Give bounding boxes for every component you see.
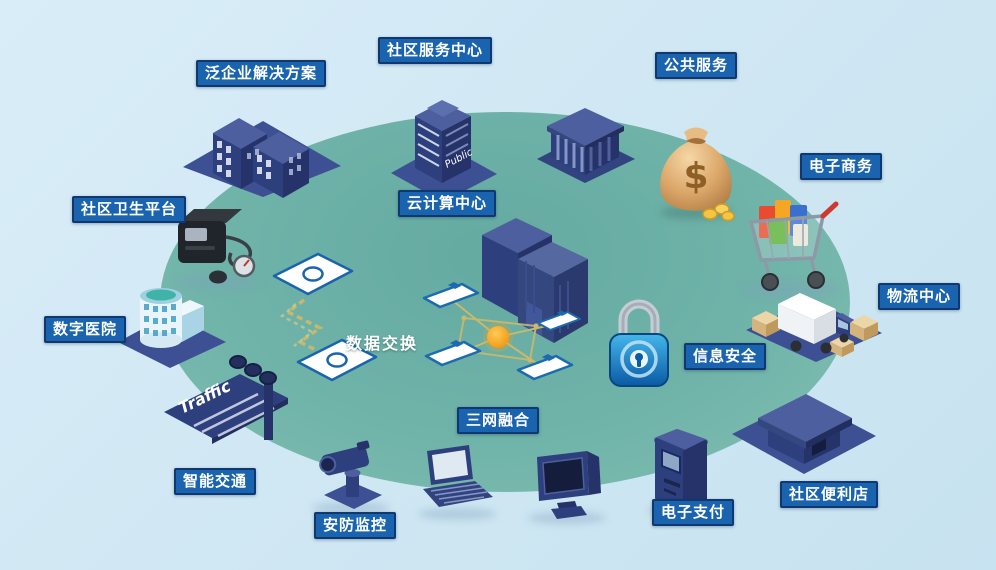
label-community-health-platform: 社区卫生平台	[72, 196, 187, 223]
desktop-monitor-icon	[523, 443, 608, 523]
tower-building-icon: Public	[385, 78, 500, 203]
blood-pressure-monitor-icon	[168, 193, 260, 288]
office-buildings-icon	[175, 85, 345, 200]
cargo-boxes	[752, 311, 878, 357]
label-intelligent-transportation: 智能交通	[174, 468, 257, 495]
network-clipboard	[422, 282, 480, 309]
label-community-convenience-store: 社区便利店	[780, 481, 879, 508]
delivery-truck-icon	[738, 278, 888, 363]
money-dollar-symbol: $	[683, 156, 708, 197]
bank-building-icon	[523, 93, 648, 188]
label-security-surveillance: 安防监控	[314, 512, 397, 539]
data-card	[296, 338, 378, 382]
money-bag-icon: $	[648, 118, 743, 223]
label-triple-network-convergence: 三网融合	[457, 407, 540, 434]
network-clipboard	[516, 354, 574, 381]
data-card	[272, 252, 354, 296]
traffic-sign-icon: Traffic	[158, 348, 308, 468]
label-pan-enterprise-solutions: 泛企业解决方案	[196, 60, 327, 87]
server-towers-icon	[470, 205, 600, 345]
atm-kiosk-icon	[643, 418, 723, 518]
data-cards-icon	[268, 248, 383, 393]
label-community-service-center: 社区服务中心	[378, 37, 493, 64]
label-public-services: 公共服务	[655, 52, 738, 79]
laptop-icon	[413, 443, 498, 518]
label-e-commerce: 电子商务	[800, 153, 883, 180]
hospital-building-icon	[112, 268, 230, 370]
label-information-security: 信息安全	[684, 343, 767, 370]
traffic-lights	[229, 355, 277, 385]
label-logistics-center: 物流中心	[878, 283, 961, 310]
cctv-camera-icon	[308, 433, 393, 513]
shopping-cart-icon	[733, 178, 843, 296]
padlock-icon	[603, 288, 675, 393]
network-hub-icon	[412, 282, 617, 400]
network-clipboard	[424, 340, 482, 367]
camera-shadow	[312, 502, 390, 514]
label-digital-hospital: 数字医院	[44, 316, 127, 343]
label-data-exchange: 数据交换	[346, 334, 419, 353]
network-clipboard	[537, 310, 582, 331]
label-cloud-computing-center: 云计算中心	[398, 190, 497, 217]
store-hut-icon	[728, 378, 878, 478]
label-electronic-payment: 电子支付	[652, 499, 735, 526]
laptop-shadow	[418, 508, 496, 520]
